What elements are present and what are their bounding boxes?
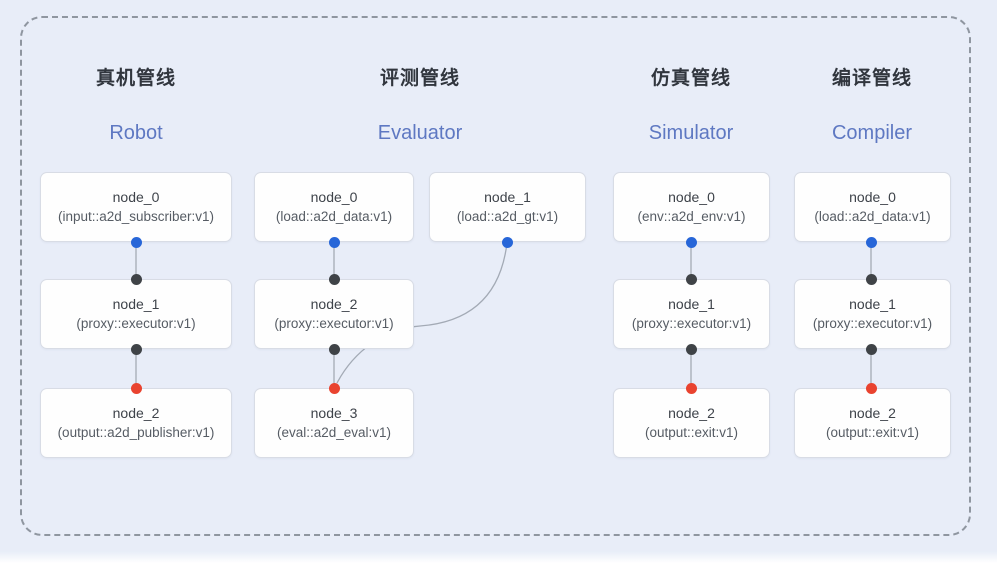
node-name: node_1	[484, 189, 531, 205]
dashed-frame	[20, 16, 971, 536]
node-type: (input::a2d_subscriber:v1)	[57, 209, 215, 224]
robot-node-0: node_0 (input::a2d_subscriber:v1)	[40, 172, 232, 242]
simulator-node1-input-port-dot	[685, 273, 697, 285]
evaluator-node2-input-port-dot	[328, 273, 340, 285]
compiler-node2-input-port-dot	[865, 382, 877, 394]
simulator-node0-output-port-dot	[685, 236, 697, 248]
node-name: node_2	[849, 405, 896, 421]
evaluator-node-0: node_0 (load::a2d_data:v1)	[254, 172, 414, 242]
robot-title-cn: 真机管线	[95, 68, 176, 89]
compiler-title-en: Compiler	[831, 122, 913, 144]
node-type: (proxy::executor:v1)	[812, 316, 933, 331]
node-type: (output::exit:v1)	[825, 425, 920, 440]
evaluator-node1-output-port-dot	[501, 236, 513, 248]
compiler-node-2: node_2 (output::exit:v1)	[794, 388, 951, 458]
robot-node2-input-port-dot	[130, 382, 142, 394]
compiler-node-1: node_1 (proxy::executor:v1)	[794, 279, 951, 349]
node-type: (load::a2d_data:v1)	[275, 209, 393, 224]
node-type: (proxy::executor:v1)	[76, 316, 196, 331]
robot-node-1: node_1 (proxy::executor:v1)	[40, 279, 232, 349]
robot-node0-output-port-dot	[130, 236, 142, 248]
node-type: (proxy::executor:v1)	[631, 316, 752, 331]
evaluator-node-2: node_2 (proxy::executor:v1)	[254, 279, 414, 349]
robot-title-en: Robot	[109, 122, 163, 144]
simulator-title-en: Simulator	[648, 122, 734, 144]
node-type: (output::exit:v1)	[644, 425, 739, 440]
compiler-node0-output-port-dot	[865, 236, 877, 248]
simulator-node-1: node_1 (proxy::executor:v1)	[613, 279, 770, 349]
node-type: (proxy::executor:v1)	[274, 316, 394, 331]
compiler-node1-input-port-dot	[865, 273, 877, 285]
node-name: node_0	[310, 189, 358, 205]
evaluator-title-cn: 评测管线	[379, 68, 460, 89]
compiler-title-cn: 编译管线	[831, 68, 912, 89]
robot-node-2: node_2 (output::a2d_publisher:v1)	[40, 388, 232, 458]
node-type: (load::a2d_data:v1)	[814, 209, 931, 224]
robot-node1-output-port-dot	[130, 343, 142, 355]
simulator-node2-input-port-dot	[685, 382, 697, 394]
node-name: node_0	[849, 189, 896, 205]
node-type: (load::a2d_gt:v1)	[456, 209, 559, 224]
simulator-node-2: node_2 (output::exit:v1)	[613, 388, 770, 458]
evaluator-node0-output-port-dot	[328, 236, 340, 248]
simulator-title-cn: 仿真管线	[650, 68, 731, 89]
evaluator-node-1: node_1 (load::a2d_gt:v1)	[429, 172, 586, 242]
node-type: (eval::a2d_eval:v1)	[276, 425, 392, 440]
node-name: node_2	[668, 405, 715, 421]
simulator-node-0: node_0 (env::a2d_env:v1)	[613, 172, 770, 242]
node-name: node_2	[112, 405, 160, 421]
node-type: (output::a2d_publisher:v1)	[57, 425, 215, 440]
evaluator-node2-output-port-dot	[328, 343, 340, 355]
node-name: node_1	[668, 296, 715, 312]
evaluator-node-3: node_3 (eval::a2d_eval:v1)	[254, 388, 414, 458]
node-name: node_0	[668, 189, 715, 205]
bottom-fade	[0, 551, 997, 563]
evaluator-title-en: Evaluator	[377, 122, 463, 144]
node-type: (env::a2d_env:v1)	[637, 209, 746, 224]
evaluator-node3-input-port-dot	[328, 382, 340, 394]
node-name: node_3	[310, 405, 358, 421]
simulator-node1-output-port-dot	[685, 343, 697, 355]
robot-node1-input-port-dot	[130, 273, 142, 285]
edge-eval-n1-n3-curve	[336, 242, 508, 384]
node-name: node_1	[112, 296, 160, 312]
compiler-node1-output-port-dot	[865, 343, 877, 355]
node-name: node_1	[849, 296, 896, 312]
node-name: node_0	[112, 189, 160, 205]
compiler-node-0: node_0 (load::a2d_data:v1)	[794, 172, 951, 242]
node-name: node_2	[310, 296, 358, 312]
